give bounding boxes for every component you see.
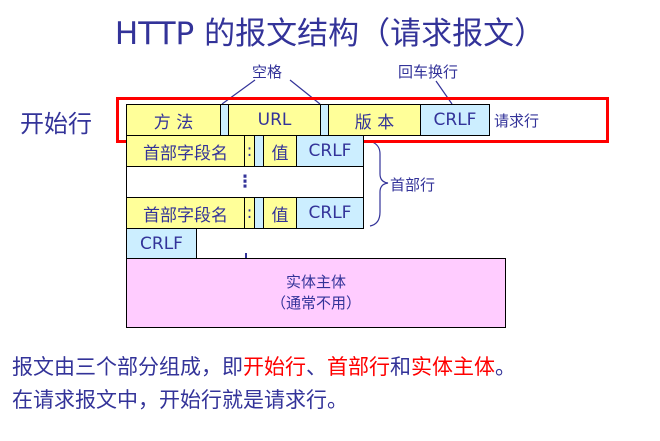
caption-text: 。 [495,355,516,379]
header-value: 值 [263,197,297,229]
crlf-cell: CRLF [296,197,364,229]
crlf-note-label: 回车换行 [398,63,459,81]
caption-text: 和 [390,355,411,379]
caption-line-1: 报文由三个部分组成，即开始行、首部行和实体主体。 [12,351,516,381]
space-label: 空格 [252,63,283,81]
body-note: （通常不用） [270,294,361,312]
url-cell: URL [228,104,321,136]
body-title: 实体主体 [285,273,346,291]
header-value: 值 [263,135,297,167]
request-line-label: 请求行 [494,112,540,130]
ellipsis-row: ⋮ [126,166,364,198]
ellipsis: ⋮ [236,172,254,192]
caption-highlight: 首部行 [327,355,390,379]
entity-body: 实体主体 （通常不用） [126,258,506,328]
caption-line-2: 在请求报文中，开始行就是请求行。 [12,388,348,412]
header-lines-label: 首部行 [390,176,436,194]
empty-line-crlf: CRLF [126,228,197,259]
caption-text: 报文由三个部分组成，即 [12,355,243,379]
crlf-cell: CRLF [420,104,490,136]
crlf-cell: CRLF [296,135,364,167]
version-cell: 版 本 [328,104,421,136]
header-field-name: 首部字段名 [126,135,245,167]
page-title: HTTP 的报文结构（请求报文） [114,16,546,52]
header-field-name: 首部字段名 [126,197,245,229]
start-line-label: 开始行 [20,110,92,138]
caption-highlight: 开始行 [243,355,306,379]
caption-highlight: 实体主体 [411,355,495,379]
caption-text: 、 [306,355,327,379]
